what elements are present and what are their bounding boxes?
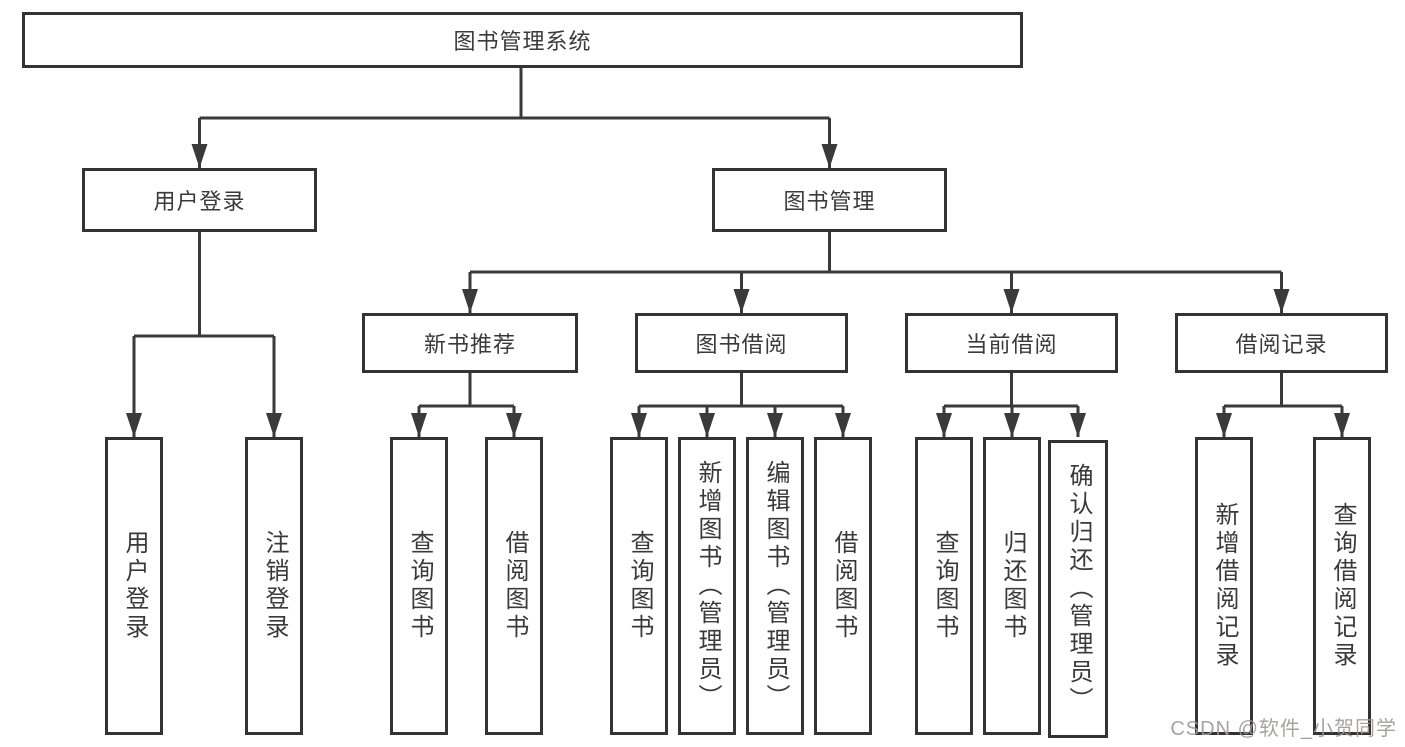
node-new-book-recommend: 新书推荐: [362, 313, 578, 373]
leaf-cb-query-books: 查询图书: [915, 437, 973, 735]
connector-user-login-branch: [134, 232, 274, 338]
connector-root-branch: [199, 68, 830, 120]
connector-current-borrow-branch: [944, 373, 1078, 408]
leaf-bb-add-books-admin: 新增图书（管理员）: [678, 437, 736, 735]
connector-borrow-records-branch: [1224, 373, 1342, 408]
node-book-management: 图书管理: [712, 168, 947, 232]
node-current-borrow: 当前借阅: [905, 313, 1118, 373]
leaf-logout: 注销登录: [245, 437, 303, 735]
leaf-br-add-record: 新增借阅记录: [1195, 437, 1253, 735]
node-borrow-records: 借阅记录: [1175, 313, 1388, 373]
connector-new-book-branch: [419, 373, 514, 408]
leaf-bb-edit-books-admin: 编辑图书（管理员）: [746, 437, 804, 735]
connector-book-management-branch: [470, 232, 1282, 274]
connector-book-borrow-branch: [639, 373, 843, 408]
leaf-br-query-record: 查询借阅记录: [1313, 437, 1371, 735]
node-root-library-system: 图书管理系统: [22, 12, 1023, 68]
leaf-nb-query-books: 查询图书: [390, 437, 448, 735]
node-book-borrow: 图书借阅: [635, 313, 848, 373]
node-user-login: 用户登录: [82, 168, 317, 232]
leaf-user-login: 用户登录: [105, 437, 163, 735]
leaf-bb-borrow-books: 借阅图书: [814, 437, 872, 735]
leaf-nb-borrow-books: 借阅图书: [485, 437, 543, 735]
leaf-cb-return-books: 归还图书: [983, 437, 1041, 735]
watermark: CSDN @软件_小贺同学: [1170, 718, 1397, 740]
leaf-bb-query-books: 查询图书: [610, 437, 668, 735]
leaf-cb-confirm-return-admin: 确认归还（管理员）: [1048, 440, 1108, 738]
